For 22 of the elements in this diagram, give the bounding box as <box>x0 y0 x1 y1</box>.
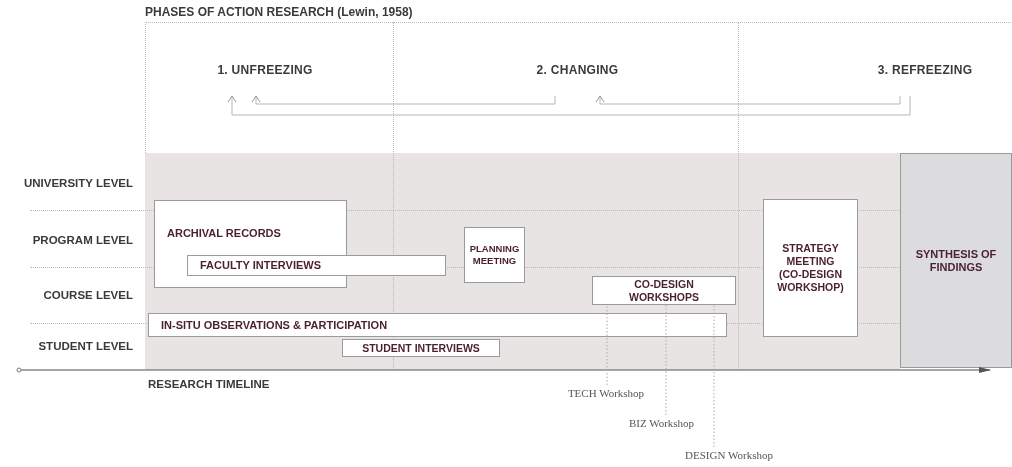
feedback-arrow <box>227 95 911 116</box>
axis-label: RESEARCH TIMELINE <box>148 377 271 392</box>
level-label: COURSE LEVEL <box>42 288 133 303</box>
workshop-label: BIZ Workshop <box>614 415 709 431</box>
phase-heading: 2. CHANGING <box>525 58 630 96</box>
activity-box: STUDENT INTERVIEWS <box>342 339 500 357</box>
synthesis-panel: SYNTHESIS OF FINDINGS <box>900 153 1012 368</box>
phase-heading: 1. UNFREEZING <box>200 58 330 96</box>
diagram-title: PHASES OF ACTION RESEARCH (Lewin, 1958) <box>145 4 413 21</box>
level-label: PROGRAM LEVEL <box>31 233 133 248</box>
activity-box: CO-DESIGN WORKSHOPS <box>592 276 736 305</box>
level-label: UNIVERSITY LEVEL <box>22 176 133 191</box>
activity-bar: IN-SITU OBSERVATIONS & PARTICIPATION <box>148 313 727 337</box>
activity-box: PLANNING MEETING <box>464 227 525 283</box>
workshop-label: DESIGN Workshop <box>654 447 804 463</box>
feedback-arrow <box>251 95 556 105</box>
activity-bar: FACULTY INTERVIEWS <box>187 255 446 276</box>
level-label: STUDENT LEVEL <box>37 339 133 354</box>
workshop-label: TECH Workshop <box>550 385 662 401</box>
feedback-arrow <box>595 95 901 105</box>
activity-box: STRATEGY MEETING (CO-DESIGN WORKSHOP) <box>763 199 858 337</box>
phase-heading: 3. REFREEZING <box>865 58 985 96</box>
